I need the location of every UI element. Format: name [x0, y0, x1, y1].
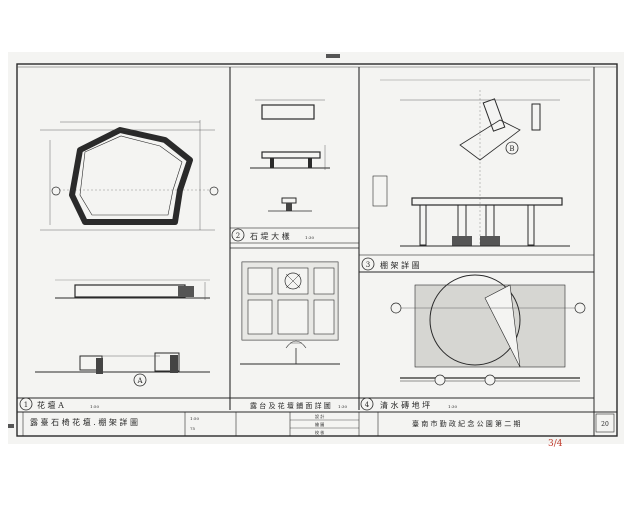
planter-a-elevation	[55, 279, 210, 300]
pergola-title-block: 3 棚 架 詳 圖	[358, 254, 595, 273]
checker-label: 校 核	[315, 429, 324, 435]
stone-bench-section	[268, 197, 312, 212]
circle-4-label: 4	[365, 401, 370, 409]
outer-border	[16, 63, 618, 437]
title-block-date: 75	[190, 426, 196, 431]
circle-1-label: 1	[24, 401, 28, 409]
tree-pit-title: 露 台 及 花 壇 鋪 面 詳 圖	[250, 401, 331, 410]
pergola-elevation	[372, 90, 570, 247]
stone-bench-title: 石 堤 大 樣	[250, 231, 290, 241]
detail-b-label: B	[509, 145, 514, 153]
stone-bench-plan	[255, 99, 325, 120]
tree-pit-plan	[241, 261, 339, 341]
title-block: 露 臺 石 椅 花 壇 . 棚 架 詳 圖 1:50 75 設 計 繪 圖 校 …	[16, 411, 617, 437]
planter-a-scale: 1:50	[90, 404, 99, 409]
paving-section	[400, 374, 580, 386]
paving-caption: 4 清 水 磚 地 坪 1:30	[360, 397, 457, 411]
title-block-scale: 1:50	[190, 416, 199, 421]
tree-pit-caption: 露 台 及 花 壇 鋪 面 詳 圖 1:30	[250, 401, 347, 410]
left-register-mark	[8, 424, 14, 428]
planter-a-caption: 1 花 壇 A 1:50	[19, 397, 99, 411]
drawing-title: 露 臺 石 椅 花 壇 . 棚 架 詳 圖	[30, 417, 138, 427]
planter-a-plan	[40, 120, 219, 231]
tree-pit-scale: 1:30	[338, 404, 347, 409]
paving-title: 清 水 磚 地 坪	[380, 400, 430, 410]
pergola-title: 棚 架 詳 圖	[380, 260, 420, 270]
top-register-mark	[326, 54, 340, 58]
draftsman-label: 繪 圖	[315, 421, 324, 427]
circle-2-label: 2	[236, 232, 240, 240]
tree-pit-section	[240, 340, 340, 365]
planter-a-title: 花 壇 A	[37, 400, 64, 410]
detail-a-label: A	[136, 377, 143, 385]
planter-a-section: A	[35, 352, 210, 387]
paving-scale: 1:30	[448, 404, 457, 409]
sheet-number: 20	[601, 421, 609, 428]
stone-bench-scale: 1:30	[305, 235, 314, 240]
stone-bench-elevation	[250, 145, 330, 170]
detail-a-marker	[133, 373, 147, 387]
circle-3-label: 3	[366, 261, 370, 269]
stone-bench-title-block: 2 石 堤 大 樣 1:30	[229, 227, 360, 244]
designer-label: 設 計	[315, 413, 324, 419]
project-name: 臺 南 市 勤 政 紀 念 公 園 第 二 期	[412, 419, 520, 428]
paving-plan	[390, 274, 586, 368]
red-margin-mark: 3/4	[548, 439, 563, 449]
